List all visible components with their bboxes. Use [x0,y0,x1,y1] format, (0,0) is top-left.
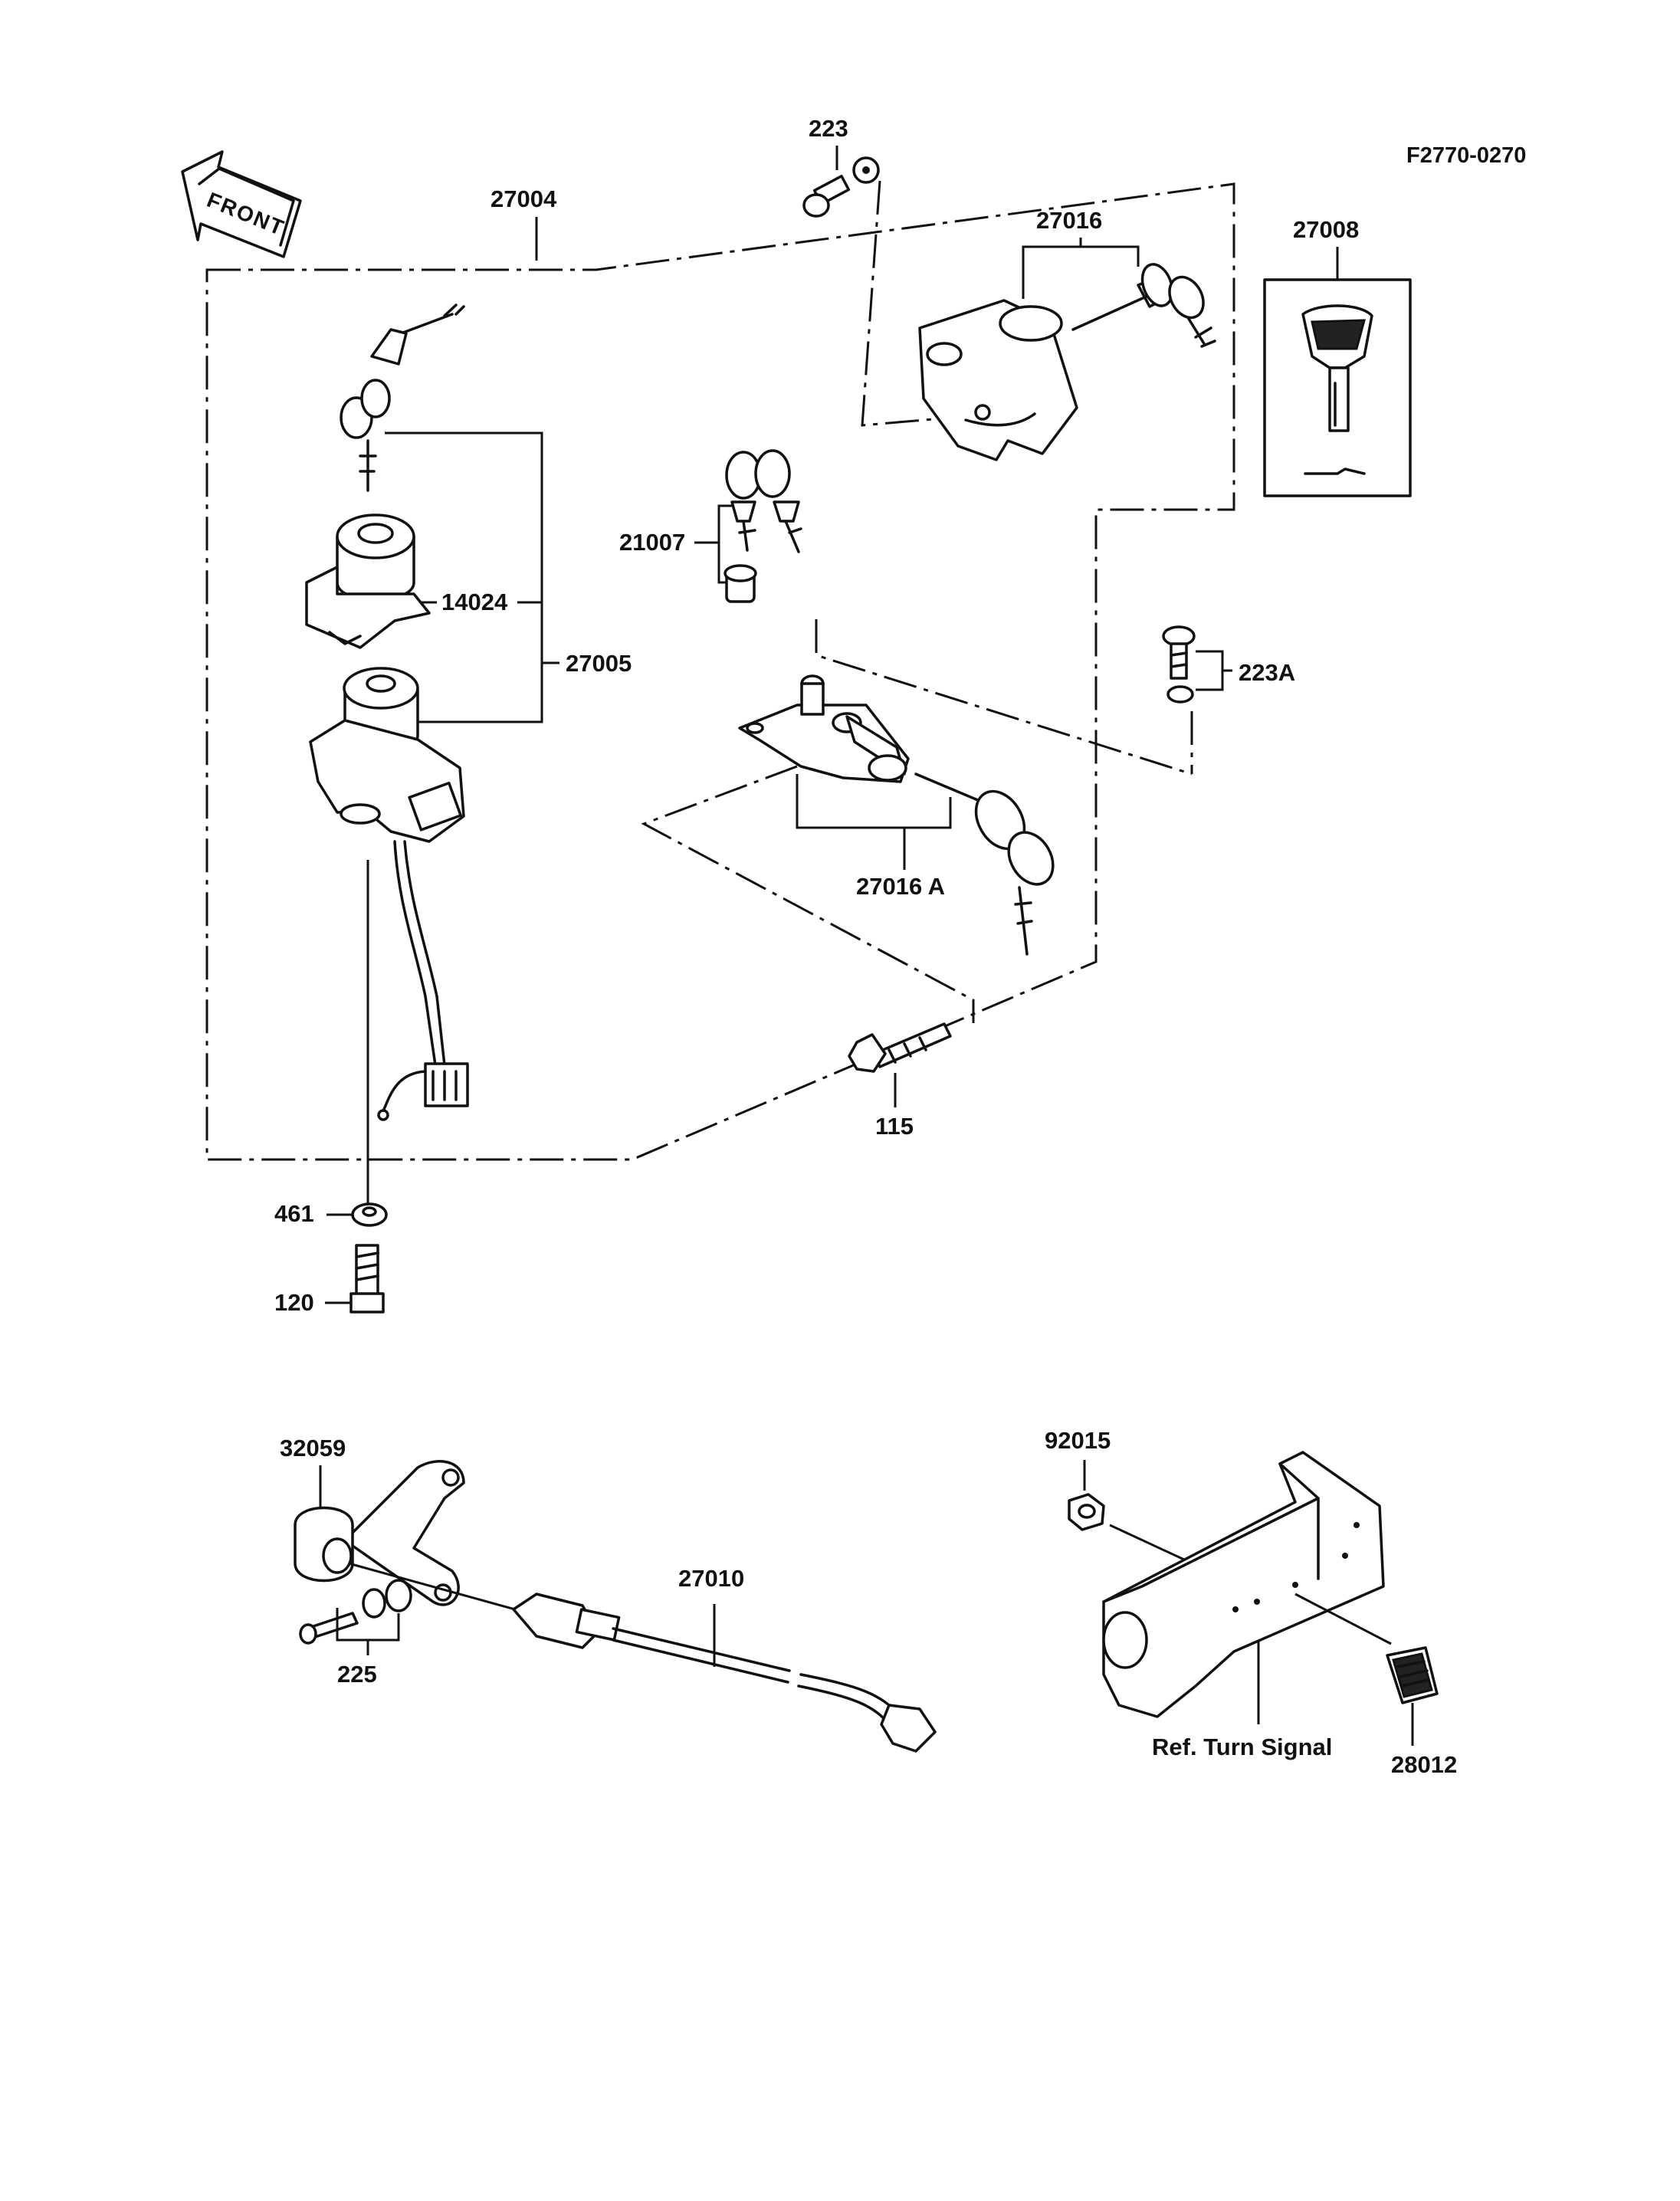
cap-21007-icon [724,564,757,603]
nut-92015-icon [1068,1493,1105,1531]
bracket-32059-icon [294,1460,465,1606]
switch-cable-27010-icon [512,1593,937,1753]
key-pair-27016-icon [1071,263,1216,348]
screw-223-icon [802,156,880,218]
part-label-225: 225 [337,1661,377,1688]
reflector-28012-icon [1386,1646,1439,1704]
helmet-lock-27016a-icon [738,674,910,783]
part-label-14024: 14024 [441,589,508,615]
leader-27016a-bracket [796,774,952,829]
ignition-cylinder-14024-icon [305,513,431,649]
part-label-27010: 27010 [678,1565,744,1592]
reference-note: Ref. Turn Signal [1152,1734,1332,1760]
master-key-27008-icon [1301,304,1373,475]
ignition-wire-harness-icon [377,840,469,1121]
part-label-21007: 21007 [619,529,685,556]
seat-lock-27016-icon [918,299,1078,461]
leader-32059-cable [348,1562,530,1615]
washer-461-icon [351,1202,388,1227]
part-label-27005: 27005 [566,650,632,677]
part-label-27004: 27004 [491,185,557,212]
part-label-461: 461 [274,1200,314,1227]
screw-washer-225-icon [299,1579,412,1645]
part-label-32059: 32059 [280,1435,346,1461]
leader-27005-bracket [376,431,543,723]
part-label-223: 223 [809,115,848,142]
dash-link-27016a [641,765,975,1023]
leader-223a-bracket [1196,650,1224,691]
part-label-115: 115 [875,1113,914,1140]
key-pair-21007-icon [725,449,802,553]
part-label-27008: 27008 [1293,216,1359,243]
part-label-27016: 27016 [1036,207,1102,234]
screw-223a-icon [1162,625,1196,704]
key-pair-ignition-icon [340,303,465,492]
dash-link-223a-top [815,619,1193,776]
part-label-223a: 223A [1239,659,1295,686]
key-pair-27016a-icon [914,772,1055,956]
dash-link-223 [861,180,951,427]
ignition-switch-27005-icon [309,667,465,843]
turn-signal-bracket-icon [1102,1451,1385,1718]
leader-27016 [1022,245,1140,299]
part-label-27016a: 27016 A [856,873,945,900]
part-label-28012: 28012 [1391,1751,1457,1778]
drawing-code: F2770-0270 [1406,143,1526,168]
bolt-120-icon [349,1244,385,1314]
assembly-outline-27004 [205,182,1235,1161]
front-arrow-icon: FRONT [181,150,302,258]
bolt-115-icon [848,1022,952,1073]
part-label-120: 120 [274,1289,314,1316]
part-label-92015: 92015 [1045,1427,1111,1454]
